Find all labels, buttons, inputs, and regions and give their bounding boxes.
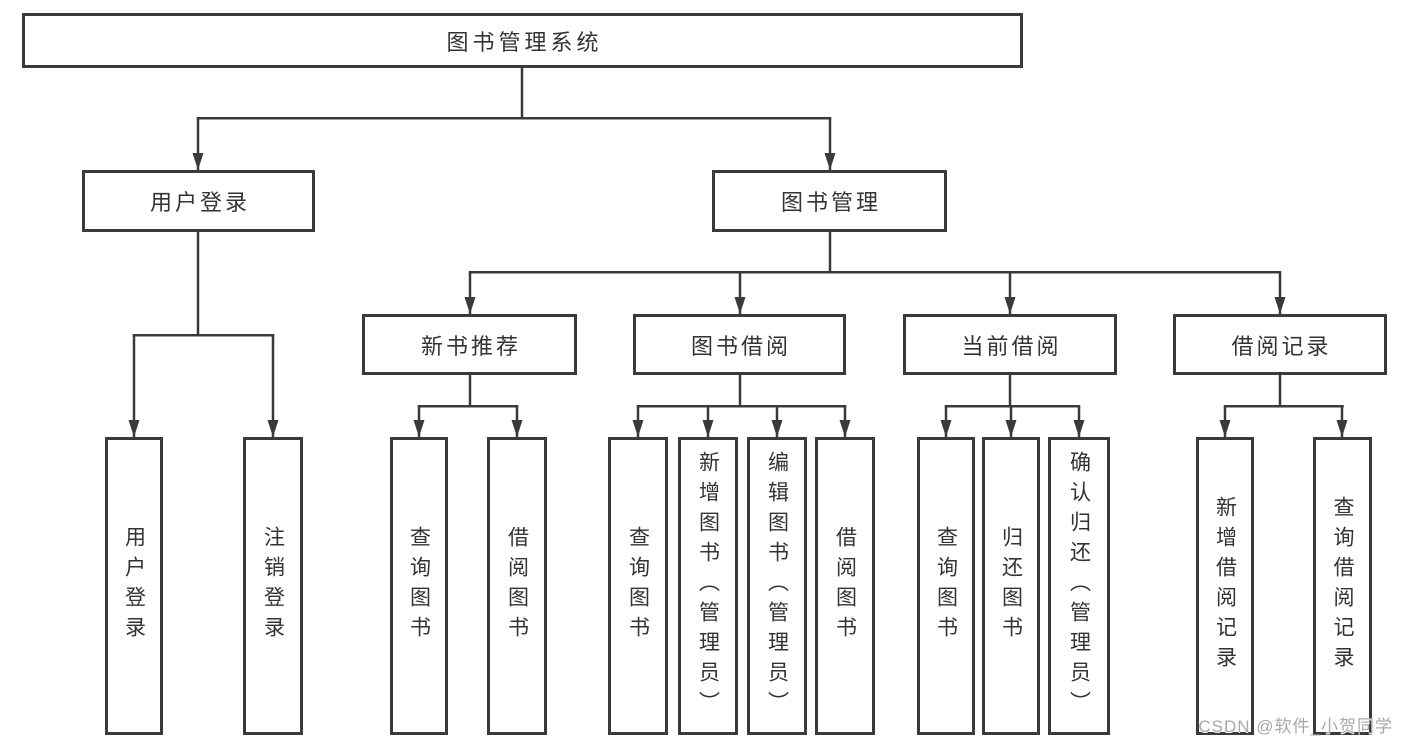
node-label: 借阅图书 xyxy=(505,526,529,646)
leaf-add-borrow-record: 新增借阅记录 xyxy=(1196,437,1254,735)
watermark-csdn: CSDN @软件_小贺同学 xyxy=(1198,717,1393,736)
leaf-user-login: 用户登录 xyxy=(105,437,163,735)
node-label: 查询借阅记录 xyxy=(1331,496,1354,676)
node-label: 确认归还（管理员） xyxy=(1067,451,1091,721)
node-label: 借阅图书 xyxy=(833,526,857,646)
node-label: 新增图书（管理员） xyxy=(696,451,720,721)
node-label: 图书借阅 xyxy=(690,333,791,359)
node-label: 新书推荐 xyxy=(420,333,521,359)
leaf-confirm-return-admin: 确认归还（管理员） xyxy=(1048,437,1110,735)
leaf-logout-login: 注销登录 xyxy=(243,437,303,735)
leaf-add-books-admin: 新增图书（管理员） xyxy=(678,437,738,735)
node-new-book-recommendation: 新书推荐 xyxy=(362,314,577,375)
node-library-system: 图书管理系统 xyxy=(22,13,1023,68)
leaf-query-books-borrowing: 查询图书 xyxy=(608,437,668,735)
node-label: 注销登录 xyxy=(261,526,285,646)
node-label: 新增借阅记录 xyxy=(1213,496,1237,676)
node-current-borrowing: 当前借阅 xyxy=(903,314,1117,375)
node-label: 图书管理系统 xyxy=(446,29,603,55)
leaf-return-books: 归还图书 xyxy=(982,437,1040,735)
node-book-management: 图书管理 xyxy=(712,170,947,232)
leaf-query-books-recommend: 查询图书 xyxy=(390,437,448,735)
node-borrowing-records: 借阅记录 xyxy=(1173,314,1387,375)
node-label: 当前借阅 xyxy=(961,333,1062,359)
node-label: 用户登录 xyxy=(122,526,146,646)
node-label: 查询图书 xyxy=(934,526,958,646)
node-label: 用户登录 xyxy=(149,190,250,215)
node-label: 图书管理 xyxy=(780,190,881,215)
leaf-borrow-books: 借阅图书 xyxy=(815,437,875,735)
node-label: 借阅记录 xyxy=(1231,333,1332,359)
node-label: 查询图书 xyxy=(407,526,431,646)
node-book-borrowing: 图书借阅 xyxy=(633,314,846,375)
leaf-borrow-books-recommend: 借阅图书 xyxy=(487,437,547,735)
leaf-query-borrow-record: 查询借阅记录 xyxy=(1313,437,1372,735)
node-label: 归还图书 xyxy=(999,526,1023,646)
leaf-query-books-current: 查询图书 xyxy=(917,437,975,735)
node-user-login: 用户登录 xyxy=(82,170,315,232)
leaf-edit-books-admin: 编辑图书（管理员） xyxy=(747,437,807,735)
node-label: 编辑图书（管理员） xyxy=(765,451,789,721)
node-label: 查询图书 xyxy=(626,526,650,646)
